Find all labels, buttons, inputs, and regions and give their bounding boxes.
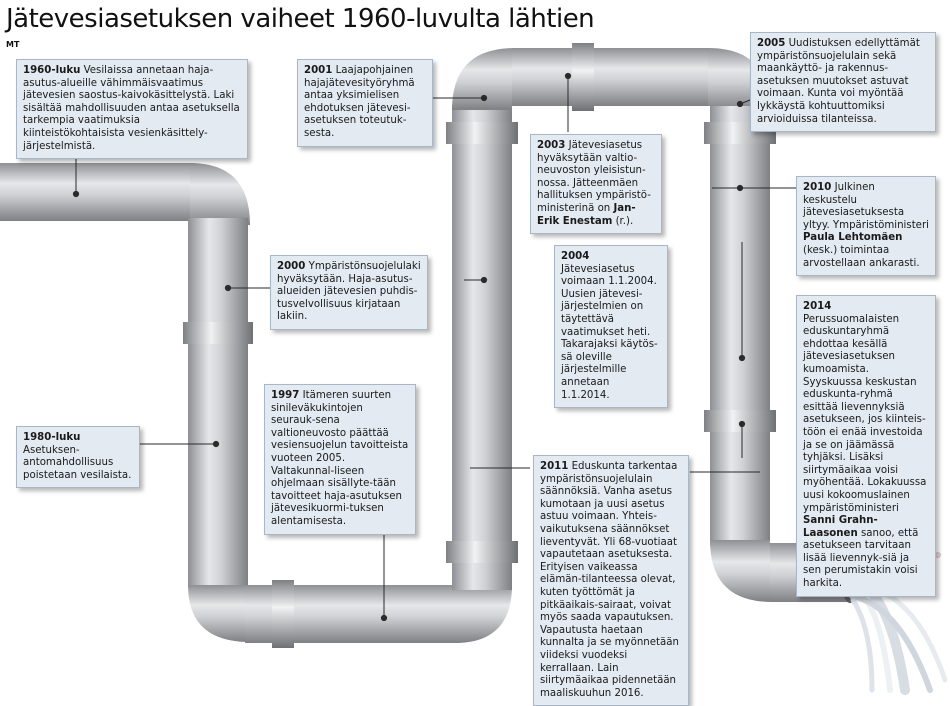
person-name: Paula Lehtomäen xyxy=(803,232,903,244)
event-year: 1960-luku xyxy=(23,65,81,76)
event-year: 2014 xyxy=(803,301,832,312)
event-text: Jätevesiasetus voimaan 1.1.2004. Uusien … xyxy=(561,263,658,401)
event-year: 1997 xyxy=(271,390,300,401)
pipe-segment xyxy=(710,106,770,546)
event-2005: 2005 Uudistuksen edellyttämät ympäristön… xyxy=(750,32,936,133)
event-text: Julkinen keskustelu jätevesiasetuksesta … xyxy=(803,182,929,231)
event-1997: 1997 Itämeren suurten sinilevä­kukintoje… xyxy=(264,384,416,535)
person-name: Jan-Erik Enestam xyxy=(537,202,636,227)
event-2010: 2010 Julkinen keskustelu jätevesiasetuks… xyxy=(796,176,936,277)
pipe-coupling xyxy=(704,410,776,432)
event-2000: 2000 Ympäristönsuojelulaki hyväksytään. … xyxy=(270,255,428,330)
event-year: 2001 xyxy=(304,65,333,76)
pipe-coupling xyxy=(572,43,594,111)
pipe-segment xyxy=(188,218,248,588)
event-text: Perussuomalaisten eduskuntaryhmä ehdotta… xyxy=(803,313,927,514)
pipe-elbow xyxy=(188,585,250,642)
pipe-coupling xyxy=(183,322,253,344)
pipe-segment xyxy=(0,163,195,221)
event-year: 2000 xyxy=(277,261,306,272)
event-year: 2011 xyxy=(540,461,569,472)
pipe-segment xyxy=(452,105,512,590)
event-year: 2010 xyxy=(803,182,832,193)
pipe-elbow xyxy=(710,540,772,602)
pipe-elbow xyxy=(190,163,250,225)
pipe-coupling xyxy=(272,580,294,648)
event-text: Eduskunta tarkentaa ympäristönsuojelulai… xyxy=(540,461,679,699)
event-text: Jätevesiasetus hyväksytään valtio-neuvos… xyxy=(537,140,651,214)
event-text-suffix: sanoo, että asetukseen tarvitaan lisää l… xyxy=(803,527,919,590)
event-year: 2005 xyxy=(757,38,786,49)
event-2011: 2011 Eduskunta tarkentaa ympäristönsuoje… xyxy=(533,455,689,706)
event-text: Laajapohjainen hajajätevesityöryhmä anta… xyxy=(304,65,415,139)
page-title: Jätevesiasetuksen vaiheet 1960-luvulta l… xyxy=(6,4,595,34)
pipe-segment xyxy=(512,48,710,106)
event-text-suffix: (kesk.) toimintaa arvostellaan ankarasti… xyxy=(803,244,920,269)
pipe-elbow xyxy=(455,585,512,643)
pipe-coupling xyxy=(446,541,518,563)
event-year: 2003 xyxy=(537,140,566,151)
event-year: 1980-luku xyxy=(23,432,81,443)
pipe-elbow xyxy=(452,48,515,110)
event-1960: 1960-luku Vesilaissa annetaan haja-asutu… xyxy=(16,59,248,160)
source-label: MT xyxy=(6,40,20,49)
event-2001: 2001 Laajapohjainen hajajätevesityöryhmä… xyxy=(297,59,433,147)
event-text: Asetuksen-antomahdollisuus poistetaan ve… xyxy=(23,444,132,481)
event-year: 2004 xyxy=(561,251,590,262)
event-text: Vesilaissa annetaan haja-asutus-alueille… xyxy=(23,65,240,152)
pipe-coupling xyxy=(446,122,518,144)
event-2003: 2003 Jätevesiasetus hyväksytään valtio-n… xyxy=(530,134,662,235)
event-text: Uudistuksen edellyttämät ympäristönsuoje… xyxy=(757,38,920,125)
event-text-suffix: (r.). xyxy=(612,215,634,227)
event-1980: 1980-luku Asetuksen-antomahdollisuus poi… xyxy=(16,426,140,489)
event-text: Ympäristönsuojelulaki hyväksytään. Haja-… xyxy=(277,261,421,323)
event-text: Itämeren suurten sinilevä­kukintojen seu… xyxy=(271,390,409,527)
person-name: Sanni Grahn-Laasonen xyxy=(803,515,878,539)
event-2014: 2014 Perussuomalaisten eduskuntaryhmä eh… xyxy=(796,295,936,597)
event-2004: 2004 Jätevesiasetus voimaan 1.1.2004. Uu… xyxy=(554,245,668,409)
